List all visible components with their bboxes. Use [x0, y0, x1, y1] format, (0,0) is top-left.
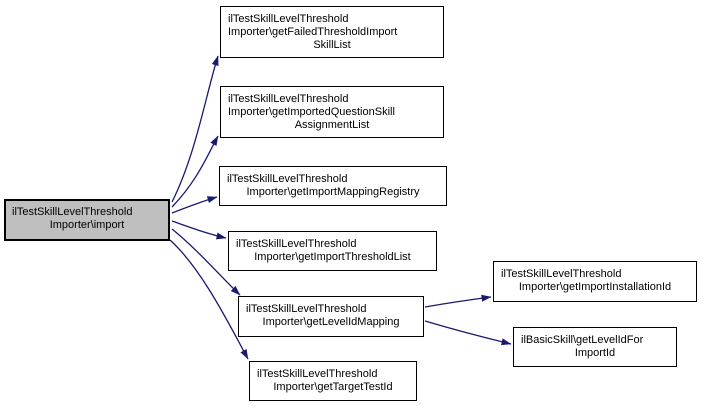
- node-label-line: Importer\import: [49, 219, 125, 231]
- node-label-line: Importer\getTargetTestId: [273, 381, 393, 393]
- node-label-line: Importer\getLevelIdMapping: [262, 316, 400, 328]
- node-label-line: ilTestSkillLevelThreshold: [228, 93, 349, 105]
- node-getImportInstallationId[interactable]: ilTestSkillLevelThreshold Importer\getIm…: [493, 261, 697, 302]
- node-label-line: AssignmentList: [294, 119, 370, 131]
- node-getLevelIdMapping[interactable]: ilTestSkillLevelThreshold Importer\getLe…: [238, 296, 424, 337]
- node-getLevelIdForImportId[interactable]: ilBasicSkill\getLevelIdFor ImportId: [513, 327, 677, 367]
- edge-import-to-getImportThresholdList: [171, 220, 227, 240]
- node-label-line: ilTestSkillLevelThreshold: [246, 303, 367, 315]
- node-label-line: SkillList: [313, 39, 351, 51]
- edge-import-to-getImportedQuestionSkillAssignmentList: [171, 135, 219, 208]
- node-label-line: ilBasicSkill\getLevelIdFor: [521, 334, 644, 346]
- node-label-line: Importer\getImportInstallationId: [518, 281, 672, 293]
- node-label-line: Importer\getImportedQuestionSkill: [228, 106, 395, 118]
- edge-import-to-getFailedThresholdImportSkillList: [171, 55, 219, 203]
- node-label-line: ilTestSkillLevelThreshold: [228, 13, 349, 25]
- node-label-line: Importer\getFailedThresholdImport: [228, 26, 398, 38]
- node-label-line: ilTestSkillLevelThreshold: [501, 268, 622, 280]
- edge-getLevelIdMapping-to-getLevelIdForImportId: [424, 320, 512, 346]
- node-label-line: ilTestSkillLevelThreshold: [227, 173, 348, 185]
- node-label-line: ilTestSkillLevelThreshold: [257, 368, 378, 380]
- node-label-line: Importer\getImportMappingRegistry: [246, 186, 420, 198]
- node-label-line: ilTestSkillLevelThreshold: [12, 206, 133, 218]
- node-getFailedThresholdImportSkillList[interactable]: ilTestSkillLevelThreshold Importer\getFa…: [220, 6, 444, 58]
- node-label-line: ilTestSkillLevelThreshold: [236, 238, 357, 250]
- edge-import-to-getImportMappingRegistry: [171, 196, 218, 214]
- node-import[interactable]: ilTestSkillLevelThreshold Importer\impor…: [4, 199, 170, 241]
- node-label-line: ImportId: [574, 347, 616, 359]
- edge-getLevelIdMapping-to-getImportInstallationId: [424, 294, 492, 308]
- node-label-line: Importer\getImportThresholdList: [254, 251, 411, 263]
- node-getImportedQuestionSkillAssignmentList[interactable]: ilTestSkillLevelThreshold Importer\getIm…: [220, 86, 444, 138]
- node-getImportMappingRegistry[interactable]: ilTestSkillLevelThreshold Importer\getIm…: [219, 166, 447, 206]
- node-getImportThresholdList[interactable]: ilTestSkillLevelThreshold Importer\getIm…: [228, 231, 437, 271]
- node-getTargetTestId[interactable]: ilTestSkillLevelThreshold Importer\getTa…: [249, 361, 417, 401]
